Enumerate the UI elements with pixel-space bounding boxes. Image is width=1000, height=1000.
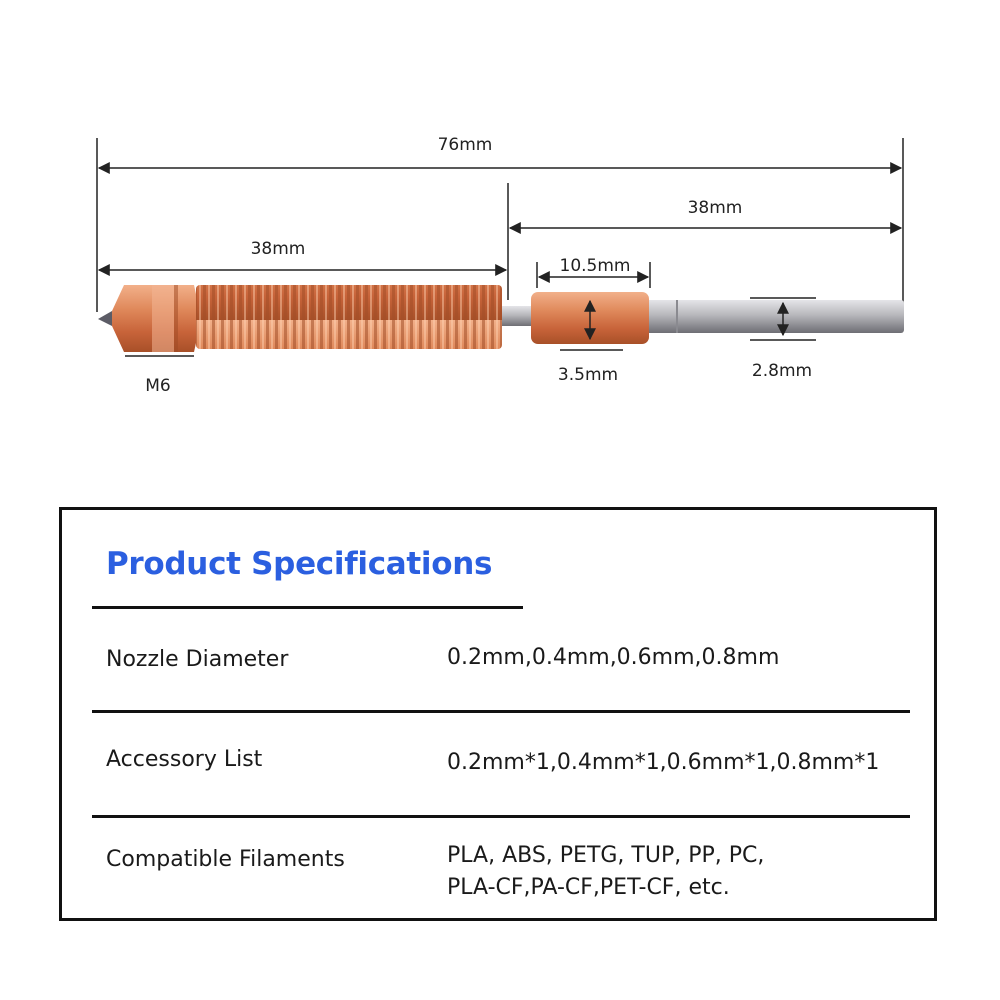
- spec-label-compatible-filaments: Compatible Filaments: [106, 847, 345, 872]
- tube-diameter-label: 2.8mm: [752, 361, 812, 381]
- specifications-title: Product Specifications: [106, 546, 493, 582]
- spec-value-accessory-list: 0.2mm*1,0.4mm*1,0.6mm*1,0.8mm*1: [447, 750, 880, 775]
- filaments-line-2: PLA-CF,PA-CF,PET-CF, etc.: [447, 875, 730, 900]
- sleeve-length-label: 10.5mm: [560, 256, 631, 276]
- spec-label-nozzle-diameter: Nozzle Diameter: [106, 647, 289, 672]
- specifications-panel: Product Specifications Nozzle Diameter 0…: [59, 507, 937, 921]
- filaments-line-1: PLA, ABS, PETG, TUP, PP, PC,: [447, 843, 765, 868]
- heater-section-label: 38mm: [688, 198, 743, 218]
- title-divider: [92, 606, 523, 609]
- nozzle-dimension-diagram: 76mm 38mm 38mm 10.5mm 3.5mm 2.8mm M6: [96, 135, 904, 396]
- spec-value-nozzle-diameter: 0.2mm,0.4mm,0.6mm,0.8mm: [447, 645, 780, 670]
- thread-length-label: 38mm: [251, 239, 306, 259]
- spec-label-accessory-list: Accessory List: [106, 747, 263, 772]
- steel-tube: [640, 300, 904, 333]
- spec-value-compatible-filaments: PLA, ABS, PETG, TUP, PP, PC, PLA-CF,PA-C…: [447, 840, 764, 904]
- sleeve-diameter-label: 3.5mm: [558, 365, 618, 385]
- threaded-heat-break: [196, 285, 502, 349]
- overall-length-label: 76mm: [438, 135, 493, 155]
- row-divider: [92, 710, 910, 713]
- nozzle-cone: [98, 311, 112, 326]
- thread-size-label: M6: [145, 376, 170, 396]
- row-divider: [92, 815, 910, 818]
